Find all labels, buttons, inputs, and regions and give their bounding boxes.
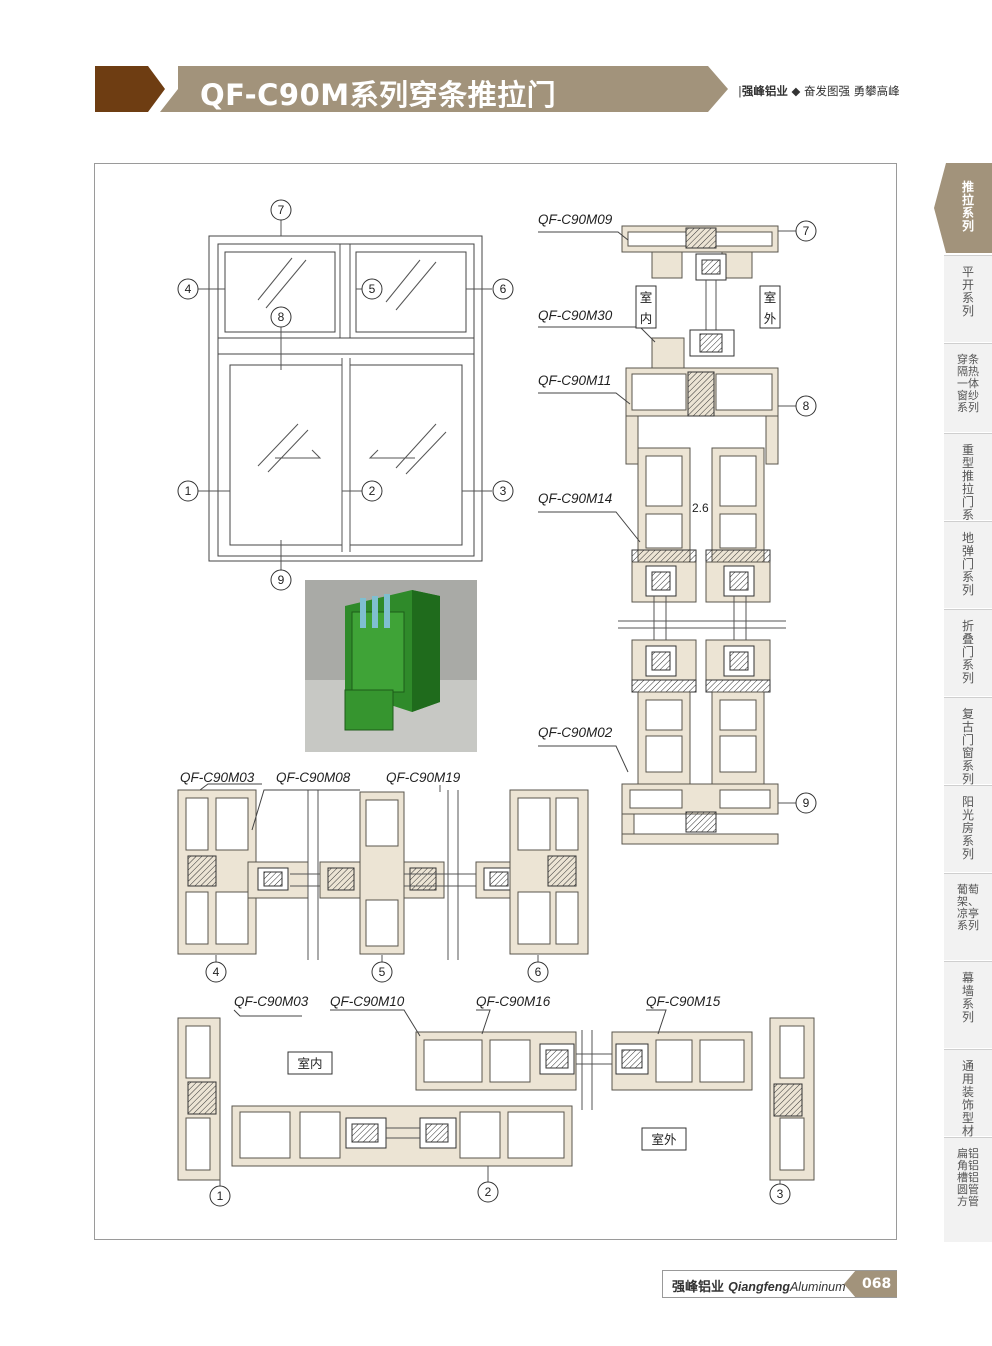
svg-text:8: 8 <box>803 399 810 413</box>
svg-text:2.6: 2.6 <box>692 501 709 515</box>
svg-text:8: 8 <box>278 310 285 324</box>
page-title: QF-C90M系列穿条推拉门 <box>200 78 557 112</box>
svg-text:1: 1 <box>217 1189 224 1203</box>
sash-section <box>177 1009 815 1186</box>
svg-text:5: 5 <box>379 965 386 979</box>
svg-text:7: 7 <box>803 224 810 238</box>
vs-outdoor-char2: 外 <box>764 311 777 326</box>
svg-text:QF-C90M14: QF-C90M14 <box>538 491 612 506</box>
tab-retro[interactable]: 复古门窗系列 <box>944 697 992 786</box>
footer-brand: 强峰铝业 QiangfengAluminum <box>672 1280 846 1295</box>
tab-decorative[interactable]: 通用装饰型材 <box>944 1049 992 1138</box>
vertical-section-labels: QF-C90M09 QF-C90M30 QF-C90M11 QF-C90M14 … <box>538 212 817 814</box>
header-banner <box>95 66 728 112</box>
tab-casement[interactable]: 平开系列 <box>944 255 992 342</box>
svg-text:QF-C90M09: QF-C90M09 <box>538 212 613 227</box>
svg-text:5: 5 <box>369 282 376 296</box>
svg-text:QF-C90M08: QF-C90M08 <box>276 770 351 785</box>
svg-text:室外: 室外 <box>651 1132 677 1147</box>
sash-labels: QF-C90M03 QF-C90M10 QF-C90M16 QF-C90M15 … <box>209 994 791 1207</box>
svg-text:4: 4 <box>185 282 192 296</box>
profile-photo <box>305 580 477 752</box>
svg-text:QF-C90M02: QF-C90M02 <box>538 725 613 740</box>
svg-text:6: 6 <box>500 282 507 296</box>
svg-text:QF-C90M15: QF-C90M15 <box>646 994 721 1009</box>
vs-outdoor-char1: 室 <box>764 290 777 305</box>
vertical-section <box>538 225 796 845</box>
tab-flat-bar[interactable]: 扁铝角铝槽铝圆管方管 <box>944 1137 992 1242</box>
svg-text:QF-C90M30: QF-C90M30 <box>538 308 613 323</box>
svg-text:2: 2 <box>485 1185 492 1199</box>
slogan-brand: 强峰铝业 <box>741 84 788 98</box>
svg-text:9: 9 <box>803 796 810 810</box>
slogan-text: 奋发图强 勇攀高峰 <box>804 84 900 98</box>
page-number: 068 <box>862 1276 892 1292</box>
footer-box <box>662 1270 897 1298</box>
svg-text:QF-C90M16: QF-C90M16 <box>476 994 551 1009</box>
window-elevation <box>198 220 492 570</box>
elevation-markers: 7 4 5 6 8 1 2 3 9 <box>177 199 514 591</box>
svg-text:7: 7 <box>278 203 285 217</box>
svg-text:3: 3 <box>500 484 507 498</box>
tab-sliding[interactable]: 推拉系列 <box>961 180 974 233</box>
tab-sunroom[interactable]: 阳光房系列 <box>944 785 992 872</box>
vs-indoor-char2: 内 <box>640 311 653 326</box>
header-slogan: |强峰铝业 ◆ 奋发图强 勇攀高峰 <box>738 84 900 98</box>
svg-text:4: 4 <box>213 965 220 979</box>
footer-page-tag <box>844 1270 897 1298</box>
transom-labels: QF-C90M03 QF-C90M08 QF-C90M19 4 5 6 <box>180 770 549 983</box>
svg-text:室内: 室内 <box>297 1056 322 1071</box>
svg-text:QF-C90M03: QF-C90M03 <box>234 994 309 1009</box>
svg-text:QF-C90M11: QF-C90M11 <box>538 373 611 388</box>
drawing-frame <box>94 163 897 1240</box>
vs-indoor-char1: 室 <box>640 290 653 305</box>
tab-floor-spring[interactable]: 地弹门系列 <box>944 521 992 608</box>
svg-text:1: 1 <box>185 484 192 498</box>
header-brown-block <box>95 66 165 112</box>
tab-folding[interactable]: 折叠门系列 <box>944 609 992 696</box>
svg-text:9: 9 <box>278 573 285 587</box>
svg-text:QF-C90M10: QF-C90M10 <box>330 994 405 1009</box>
svg-text:QF-C90M03: QF-C90M03 <box>180 770 255 785</box>
svg-text:6: 6 <box>535 965 542 979</box>
tab-thermal-screen[interactable]: 穿条隔热一体窗纱系列 <box>944 343 992 432</box>
tab-curtain-wall[interactable]: 幕墙系列 <box>944 961 992 1048</box>
transom-section <box>177 783 589 962</box>
svg-text:2: 2 <box>369 484 376 498</box>
active-tab-shape <box>934 163 992 253</box>
svg-text:3: 3 <box>777 1187 784 1201</box>
svg-text:QF-C90M19: QF-C90M19 <box>386 770 461 785</box>
header-title-bar <box>160 66 728 112</box>
tab-pergola[interactable]: 葡萄架、凉亭系列 <box>944 873 992 960</box>
tab-heavy-sliding[interactable]: 重型推拉门系列 <box>944 433 992 535</box>
